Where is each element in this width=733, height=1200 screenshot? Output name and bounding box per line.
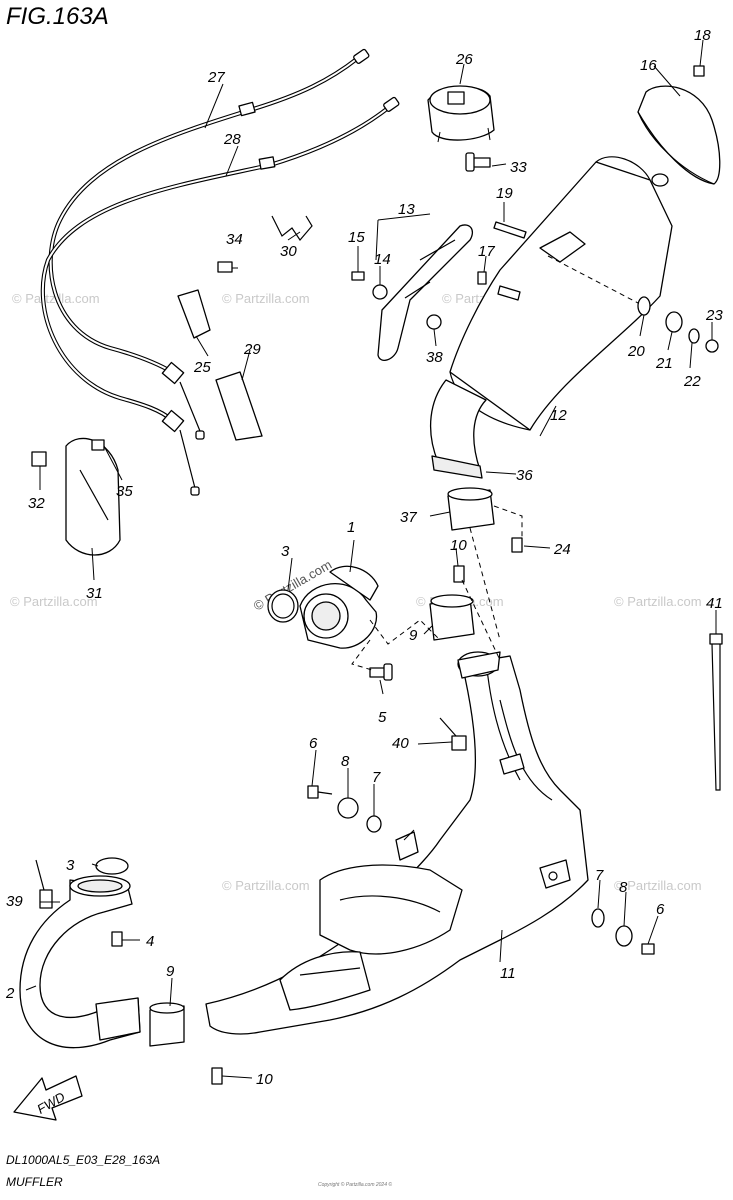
callout-21: 21	[655, 355, 673, 372]
callout-40: 40	[392, 735, 409, 752]
callout-30: 30	[280, 243, 297, 260]
callout-35: 35	[116, 483, 133, 500]
part-35-collar	[91, 439, 105, 451]
part-39-sensor	[35, 859, 53, 909]
part-38-nut	[426, 314, 442, 330]
part-12-silencer	[429, 156, 673, 479]
part-19-bolt	[493, 221, 527, 239]
callout-33: 33	[510, 159, 527, 176]
part-14-grommet	[372, 284, 388, 300]
callout-9: 9	[409, 627, 418, 644]
callout-19: 19	[496, 185, 513, 202]
callout-32: 32	[28, 495, 45, 512]
callout-18: 18	[694, 27, 711, 44]
part-16-end-cap	[637, 65, 721, 185]
callout-17: 17	[478, 243, 495, 260]
callout-labels: 1 2 3 3 4 5 6 6 7 7 8 8 9 9 10 10 11 12 …	[5, 27, 723, 1088]
part-24-bolt	[511, 537, 523, 553]
watermark-text: © Partzilla.com	[614, 878, 702, 893]
callout-10: 10	[256, 1071, 273, 1088]
part-29-bracket	[215, 371, 263, 441]
watermarks: © Partzilla.com © Partzilla.com © Partzi…	[10, 291, 702, 893]
callout-8: 8	[619, 879, 628, 896]
callout-25: 25	[193, 359, 211, 376]
part-13-heat-shield	[377, 224, 474, 361]
watermark-text: © Partzilla.com	[222, 291, 310, 306]
parts-20-23-mount	[637, 296, 719, 353]
callout-9: 9	[166, 963, 175, 980]
callout-1: 1	[347, 519, 355, 536]
callout-13: 13	[398, 201, 415, 218]
part-26-valve-actuator	[427, 85, 495, 143]
callout-7: 7	[372, 769, 381, 786]
watermark-text: © Partzilla.com	[10, 594, 98, 609]
throttle-cables	[40, 48, 400, 496]
callout-23: 23	[705, 307, 723, 324]
copyright-notice: Copyright © Partzilla.com 2024 ©	[318, 1181, 392, 1188]
callout-38: 38	[426, 349, 443, 366]
part-2-front-pipe	[19, 875, 141, 1049]
callout-7: 7	[595, 867, 604, 884]
part-32-nut	[31, 451, 47, 467]
callout-36: 36	[516, 467, 533, 484]
part-34-bolt	[217, 261, 233, 273]
model-code: DL1000AL5_E03_E28_163A	[6, 1153, 160, 1167]
part-15-bolt	[351, 271, 365, 281]
callout-37: 37	[400, 509, 417, 526]
callout-41: 41	[706, 595, 723, 612]
part-10-bolt-upper	[453, 565, 465, 583]
figure-title: FIG.163A	[6, 3, 109, 30]
callout-34: 34	[226, 231, 243, 248]
callout-2: 2	[5, 985, 15, 1002]
parts-6-7-8-mid	[307, 785, 382, 833]
callout-11: 11	[500, 965, 516, 982]
part-31-heat-cover	[65, 437, 121, 556]
fwd-arrow: FWD	[13, 1075, 83, 1121]
callout-14: 14	[374, 251, 391, 268]
part-30-clip	[271, 215, 313, 241]
callout-6: 6	[656, 901, 665, 918]
watermark-text: © Partzilla.com	[222, 878, 310, 893]
part-5-bolt	[369, 663, 393, 681]
callout-8: 8	[341, 753, 350, 770]
callout-27: 27	[207, 69, 225, 86]
callout-22: 22	[683, 373, 701, 390]
part-3-gasket	[267, 589, 299, 623]
callout-39: 39	[6, 893, 23, 910]
section-name: MUFFLER	[6, 1175, 63, 1189]
callout-6: 6	[309, 735, 318, 752]
callout-3: 3	[281, 543, 290, 560]
part-17-clip	[477, 271, 521, 301]
part-37-sleeve	[447, 487, 495, 531]
part-9-sleeve-lower	[149, 1002, 185, 1047]
part-9-sleeve-upper	[429, 594, 475, 641]
part-40-sensor	[439, 717, 467, 751]
leader-lines	[25, 39, 717, 1079]
callout-29: 29	[243, 341, 261, 358]
callout-24: 24	[553, 541, 571, 558]
callout-20: 20	[627, 343, 645, 360]
callout-4: 4	[146, 933, 154, 950]
part-4-bolt	[111, 931, 123, 947]
callout-15: 15	[348, 229, 365, 246]
callout-3: 3	[66, 857, 75, 874]
part-1-joint-pipe	[299, 565, 379, 649]
part-33-bolt	[465, 152, 491, 172]
watermark-text: © Partzilla.com	[614, 594, 702, 609]
part-10-bolt-lower	[211, 1067, 223, 1085]
callout-16: 16	[640, 57, 657, 74]
part-3-gasket-front	[95, 857, 129, 875]
callout-10: 10	[450, 537, 467, 554]
callout-5: 5	[378, 709, 387, 726]
parts-6-7-8-right	[591, 908, 655, 955]
callout-12: 12	[550, 407, 567, 424]
part-41-cable-tie	[709, 633, 723, 791]
part-11-exhaust-collector	[205, 651, 589, 1035]
callout-28: 28	[223, 131, 241, 148]
part-25-cable-clamp	[177, 289, 211, 339]
assembly-lines	[351, 505, 523, 671]
callout-26: 26	[455, 51, 473, 68]
callout-31: 31	[86, 585, 103, 602]
